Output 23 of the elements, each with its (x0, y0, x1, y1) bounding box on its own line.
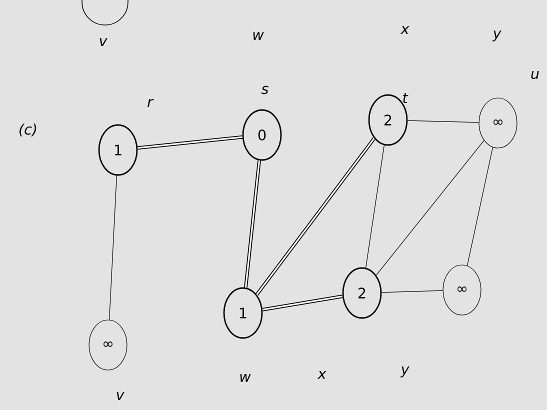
vertex-name: s (261, 86, 268, 94)
vertex-label: (c) (20, 124, 36, 136)
vertex-label: y (400, 366, 410, 378)
graph-edge (381, 290, 443, 293)
graph-edge (407, 120, 479, 123)
vertex-name: r (148, 98, 154, 108)
vertex-label: w (253, 32, 264, 40)
vertex-label: y (492, 30, 502, 42)
vertex-name: t (403, 92, 408, 104)
vertex-label: v (100, 38, 108, 46)
graph-edge (366, 144, 384, 268)
graph-edge (244, 160, 261, 288)
vertex-label: v (116, 392, 124, 400)
graph-edge (466, 147, 494, 266)
graph-edge (376, 140, 484, 276)
graph-edge (255, 137, 376, 296)
graph-edge (262, 294, 343, 312)
graph-edge (137, 135, 243, 150)
vertex-name: u (531, 70, 539, 80)
vertex-label: w (240, 374, 251, 382)
vertex-label: x (317, 371, 326, 379)
graph-edge (109, 175, 117, 320)
vertex-label: x (400, 26, 410, 34)
